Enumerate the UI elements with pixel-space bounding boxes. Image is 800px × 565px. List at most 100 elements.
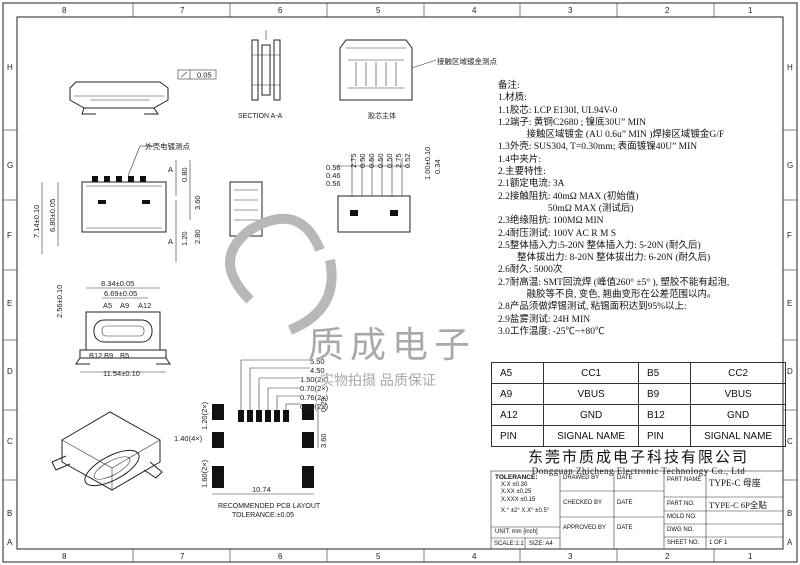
note-line: 1.1胶芯: LCP E130I, UL94V-0 — [498, 105, 618, 116]
frame-row-left-G: G — [7, 161, 13, 170]
pcb-layout: 5.50 4.50 1.50(2×) 0.70(2×) 0.76(2×) 0.8… — [174, 357, 329, 519]
pcb-dim-4: 0.76(2×) — [300, 393, 329, 402]
dim-side-0: 2.75 — [349, 153, 358, 168]
side-block — [229, 181, 263, 237]
drawn-by-label: DRAWED BY — [563, 475, 600, 481]
dim-side-7: 1.00±0.10 — [423, 147, 432, 180]
dim-side-3: 0.50 — [376, 153, 385, 168]
pin-table-cell: GND — [543, 404, 639, 426]
frame-col-bottom-5: 5 — [376, 552, 381, 561]
pin-table-cell: PIN — [490, 425, 545, 447]
tolerance-3: X.XXX ±0.15 — [501, 496, 536, 503]
frame-ticks — [3, 3, 797, 562]
frame-row-right-E: E — [787, 299, 792, 308]
company-block: 东莞市质成电子科技有限公司 Dongguan Zhicheng Electron… — [491, 446, 786, 476]
pcb-dim-6: 0.29 — [319, 397, 328, 412]
pin-table-cell: B12 — [637, 404, 692, 426]
title-block-lines — [490, 470, 784, 550]
pin-table-cell: PIN — [637, 425, 692, 447]
note-line: 2.5整体插入力:5-20N 整体插入力: 5-20N (耐久后) — [498, 240, 701, 251]
pin-table-cell: VBUS — [690, 383, 786, 405]
pin-label-b9: B9 — [104, 351, 113, 360]
frame-row-right-D: D — [787, 367, 793, 376]
dim-side-5: 2.75 — [394, 153, 403, 168]
pin-table-cell: CC2 — [690, 362, 786, 384]
pin-table-cell: B9 — [637, 383, 692, 405]
pcb-dim-5: 0.80(2×) — [300, 402, 329, 411]
note-line: 2.3绝缘阻抗: 100MΩ MIN — [498, 216, 604, 227]
mold-no-label: MOLD NO. — [667, 514, 697, 520]
tolerance-label: TOLERANCE: — [495, 474, 538, 481]
note-line: 1.3外壳: SUS304, T=0.30mm; 表面镀镍40U” MIN — [498, 142, 698, 153]
tolerance-2: X.XX ±0.25 — [501, 489, 532, 495]
body-label: 胶芯主体 — [368, 111, 396, 120]
pcb-caption: RECOMMENDED PCB LAYOUT — [218, 503, 321, 510]
front-view: 外壳电镀测点 A A 7.14±0.10 6.80±0.05 0.80 3.60… — [32, 141, 202, 262]
pcb-dim-8: 1.40(4×) — [174, 434, 203, 443]
dim-plan-overall: 11.54±0.10 — [103, 369, 140, 378]
frame-row-right-B: B — [787, 509, 792, 518]
note-line: 2.8产品须做焊锡测试, 粘锡面积达到95%以上: — [498, 302, 687, 313]
pcb-dim-11: 10.74 — [252, 485, 271, 494]
company-name-zh: 东莞市质成电子科技有限公司 — [527, 450, 749, 466]
frame-row-right-F: F — [787, 231, 792, 240]
dim-front-280: 2.80 — [193, 229, 202, 244]
dim-front-120: 1.20 — [180, 231, 189, 246]
pin-table-cell: SIGNAL NAME — [543, 425, 639, 447]
frame-col-top-8: 8 — [62, 6, 67, 15]
inner-frame — [16, 16, 784, 550]
note-line: 2.1额定电流: 3A — [498, 179, 565, 190]
part-name-label: PART NAME — [667, 477, 702, 483]
frame-col-bottom-7: 7 — [180, 552, 185, 561]
frame-row-left-H: H — [7, 63, 13, 72]
pin-table-cell: VBUS — [543, 383, 639, 405]
frame-row-left-E: E — [7, 299, 12, 308]
pcb-dim-0: 5.50 — [310, 357, 325, 366]
pcb-dim-10: 3.60 — [319, 433, 328, 448]
frame-col-top-7: 7 — [180, 6, 185, 15]
pin-table-cell: B5 — [637, 362, 692, 384]
frame-col-top-3: 3 — [568, 6, 573, 15]
watermark-slogan: 实物拍摄 品质保证 — [320, 372, 436, 388]
note-line: 2.9盐雾测试: 24H MIN — [498, 314, 591, 325]
pin-label-a12: A12 — [138, 301, 151, 310]
terminal-view: 2.75 0.50 0.50 0.50 0.50 2.75 0.52 1.00±… — [326, 147, 442, 233]
watermark-logo — [225, 213, 337, 335]
unit-label: UNIT: mm [inch] — [495, 529, 538, 535]
frame-row-right-A: A — [787, 538, 793, 547]
dim-side-6: 0.52 — [403, 153, 412, 168]
frame-row-right-C: C — [787, 437, 793, 446]
sheet-no-label: SHEET NO. — [667, 540, 700, 546]
dim-front-080: 0.80 — [180, 167, 189, 182]
dim-front-height-2: 6.80±0.05 — [48, 199, 57, 232]
frame-col-bottom-8: 8 — [62, 552, 67, 561]
tolerance-1: X.X ±0.30 — [501, 481, 528, 488]
dim-side-8: 0.34 — [433, 159, 442, 174]
pcb-dim-9: 1.60(2×) — [200, 459, 209, 488]
tolerance-block: TOLERANCE: X.X ±0.30 X.XX ±0.25 X.XXX ±0… — [495, 474, 549, 516]
note-line: 2.7耐高温: SMT回流焊 (峰值260° ±5° ), 塑胶不能有起泡, — [498, 277, 730, 288]
plating-callout: 接触区域镀金测点 — [437, 56, 497, 66]
dwg-no-label: DWG NO. — [667, 527, 694, 533]
note-line: 整体拔出力: 8-20N 整体拔出力: 6-20N (耐久后) — [498, 253, 711, 264]
flatness-box — [177, 69, 217, 80]
company-name-en: Dongguan Zhicheng Electronic Technology … — [531, 466, 746, 476]
note-line: 50mΩ MAX (测试后) — [498, 203, 634, 214]
size-label: SIZE: A4 — [529, 541, 553, 547]
section-aa-view: SECTION A-A — [238, 30, 283, 120]
tolerance-4: X.° ±2° X.X° ±0.5° — [501, 508, 550, 514]
dim-side-2: 0.50 — [367, 153, 376, 168]
frame-col-top-4: 4 — [472, 6, 477, 15]
pin-table-cell: A9 — [490, 383, 545, 405]
approved-by-label: APPROVED BY — [563, 525, 607, 531]
dim-plan-depth: 2.56±0.10 — [55, 285, 64, 318]
frame-row-right-H: H — [787, 63, 793, 72]
pcb-dim-3: 0.70(2×) — [300, 384, 329, 393]
checked-by-label: CHECKED BY — [563, 500, 603, 506]
shell-plating-callout: 外壳电镀测点 — [145, 141, 190, 151]
pin-label-a5: A5 — [103, 301, 112, 310]
